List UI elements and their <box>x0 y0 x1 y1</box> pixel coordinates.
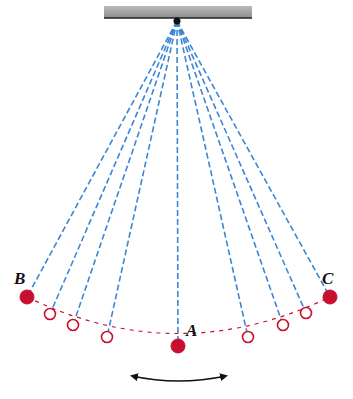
intermediate-position <box>68 320 79 331</box>
pivot-point <box>174 18 181 25</box>
intermediate-position <box>45 309 56 320</box>
thread-line <box>73 21 177 325</box>
thread-line <box>177 21 248 337</box>
intermediate-position <box>301 308 312 319</box>
intermediate-position <box>278 320 289 331</box>
pendulum-threads <box>27 21 330 346</box>
bob-position <box>323 290 337 304</box>
bob-position <box>171 339 185 353</box>
thread-line <box>177 21 178 346</box>
ceiling-bar <box>104 6 252 18</box>
motion-arrow <box>132 376 226 381</box>
intermediate-position <box>243 332 254 343</box>
thread-line <box>177 21 330 297</box>
bob-position <box>20 290 34 304</box>
point-label: A <box>186 322 197 339</box>
thread-line <box>50 21 177 314</box>
swing-path <box>27 297 330 334</box>
thread-line <box>177 21 283 325</box>
thread-line <box>107 21 177 337</box>
point-label: B <box>14 270 25 287</box>
thread-line <box>27 21 177 297</box>
thread-line <box>177 21 306 313</box>
pendulum-bobs <box>20 290 337 353</box>
point-label: C <box>322 270 333 287</box>
intermediate-position <box>102 332 113 343</box>
